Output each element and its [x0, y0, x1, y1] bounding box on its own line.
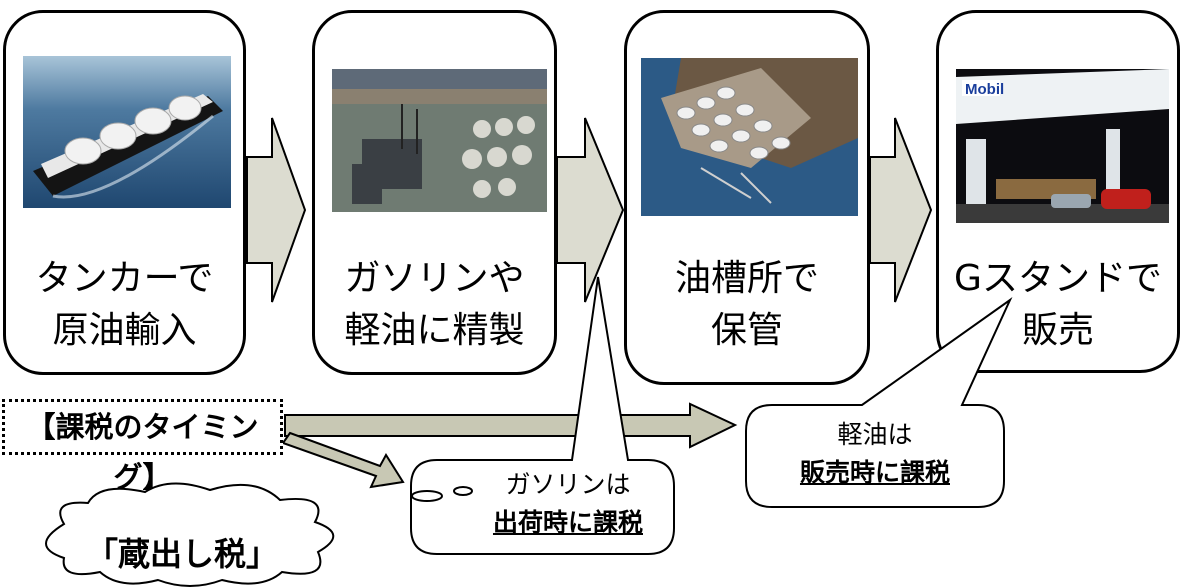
cloud-label: 「蔵出し税」: [85, 535, 278, 573]
step-box-gas-station: Mobil Gスタンドで 販売: [936, 10, 1180, 373]
step-label-line1: ガソリンや: [344, 258, 525, 299]
step-label-line2: 原油輸入: [52, 310, 197, 351]
step-label-line2: 保管: [710, 310, 783, 351]
step-label-line2: 軽油に精製: [344, 310, 525, 351]
step-label-line1: 油槽所で: [674, 258, 819, 299]
cloud-shape: [45, 482, 335, 587]
thought-dot-large: [411, 490, 443, 502]
oil-refinery-photo: [332, 69, 547, 212]
step-label-line1: Gスタンドで: [954, 258, 1162, 299]
oil-storage-depot-photo: [641, 58, 858, 216]
lng-tanker-ship-photo: [23, 56, 231, 208]
step-label-line2: 販売: [1021, 310, 1094, 351]
diesel-callout-text: 軽油は 販売時に課税: [760, 416, 990, 492]
step-arrow-1: [246, 117, 307, 303]
gasoline-callout-line1: ガソリンは: [505, 470, 631, 499]
step-arrow-3: [869, 117, 933, 303]
diesel-callout-bubble: [745, 297, 1013, 508]
step-label-line1: タンカーで: [35, 258, 214, 299]
step-box-depot: 油槽所で 保管: [624, 10, 870, 385]
step-box-tanker: タンカーで 原油輸入: [3, 10, 246, 375]
tanker-image-svg: [23, 56, 231, 208]
diesel-callout-line1: 軽油は: [837, 420, 913, 449]
gasoline-callout-text: ガソリンは 出荷時に課税: [468, 466, 668, 542]
step-box-refinery: ガソリンや 軽油に精製: [312, 10, 557, 375]
gas-station-image-svg: Mobil: [956, 69, 1169, 223]
thought-dot-small: [453, 486, 473, 496]
step-arrow-2: [556, 117, 625, 303]
diesel-callout-line2: 販売時に課税: [799, 458, 950, 487]
mobil-sign: Mobil: [965, 81, 1004, 98]
timing-arrow-to-diesel: [284, 402, 738, 449]
gasoline-callout-line2: 出荷時に課税: [492, 508, 643, 537]
timing-arrow-to-gasoline: [281, 431, 405, 489]
refinery-image-svg: [332, 69, 547, 212]
depot-image-svg: [641, 58, 858, 216]
mobil-gas-station-photo: Mobil: [956, 69, 1169, 223]
gasoline-callout-bubble: [410, 276, 675, 555]
timing-label: 【課税のタイミング】: [2, 399, 283, 494]
